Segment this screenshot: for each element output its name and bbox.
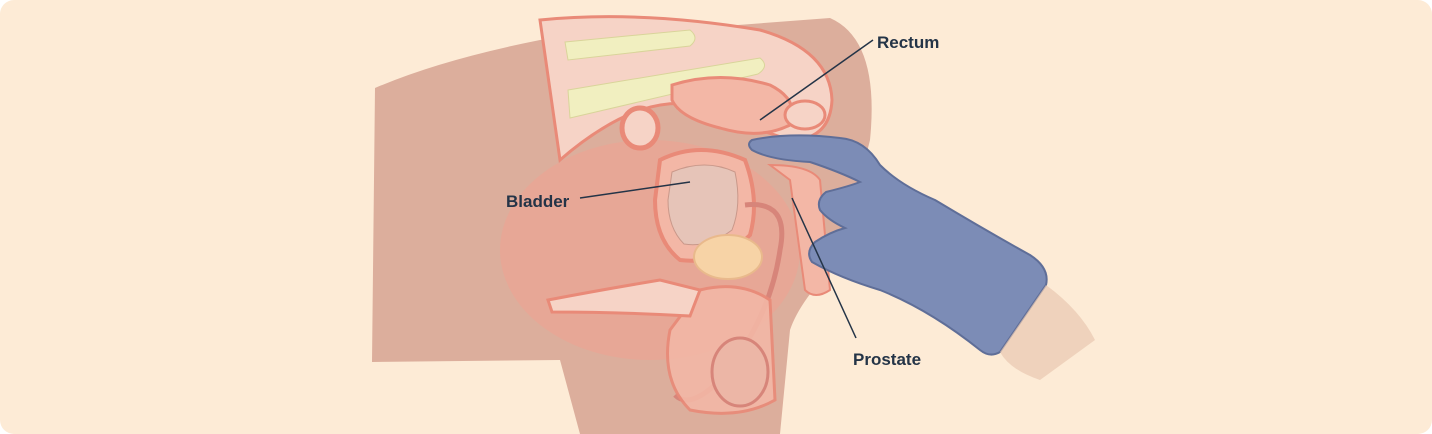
bladder-label: Bladder bbox=[506, 192, 570, 211]
colon-loop bbox=[619, 105, 661, 151]
prostate-leader bbox=[791, 197, 857, 339]
gloved-hand bbox=[748, 134, 1048, 356]
rectum-leader bbox=[759, 39, 874, 121]
bladder-leader bbox=[579, 181, 691, 199]
rectum-end bbox=[783, 99, 827, 131]
prostate-shape bbox=[693, 234, 763, 280]
pelvic-floor bbox=[546, 278, 703, 318]
prostate-label: Prostate bbox=[853, 350, 922, 369]
testicle-shape bbox=[710, 336, 770, 408]
sacrum-bone-1 bbox=[564, 29, 696, 61]
bladder-inner bbox=[667, 164, 739, 246]
sacrum-bone-2 bbox=[567, 57, 765, 119]
forearm bbox=[1000, 285, 1095, 380]
rectum-label: Rectum bbox=[877, 33, 940, 52]
